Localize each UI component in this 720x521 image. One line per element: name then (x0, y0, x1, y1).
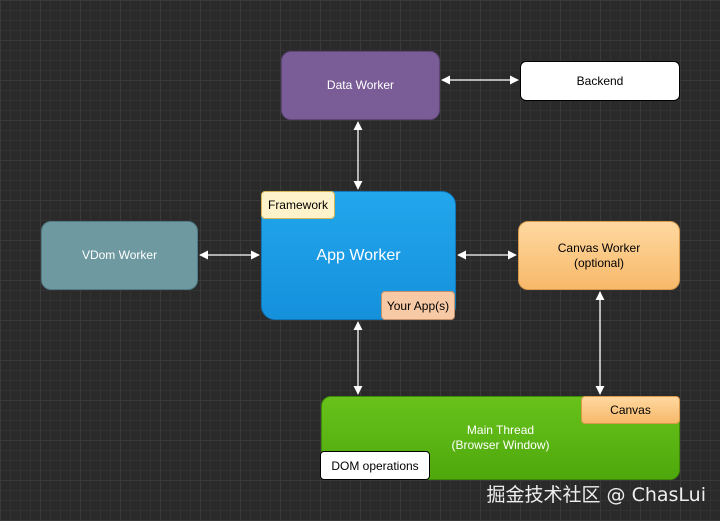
app-worker-label: App Worker (316, 247, 401, 264)
your-apps-tag: Your App(s) (381, 291, 455, 320)
data-worker-label: Data Worker (326, 78, 395, 92)
data-worker-node: Data Worker (281, 51, 440, 120)
canvas-tag: Canvas (581, 396, 680, 424)
canvas-worker-label: Canvas Worker (optional) (557, 240, 641, 270)
framework-tag: Framework (261, 191, 335, 219)
vdom-worker-label: VDom Worker (81, 248, 158, 262)
backend-label: Backend (576, 73, 624, 88)
vdom-worker-node: VDom Worker (41, 221, 198, 290)
backend-node: Backend (520, 61, 680, 101)
dom-operations-tag: DOM operations (320, 451, 430, 480)
canvas-worker-node: Canvas Worker (optional) (518, 221, 680, 290)
main-thread-label: Main Thread (Browser Window) (451, 423, 550, 452)
watermark: 掘金技术社区 @ ChasLui (486, 484, 706, 506)
